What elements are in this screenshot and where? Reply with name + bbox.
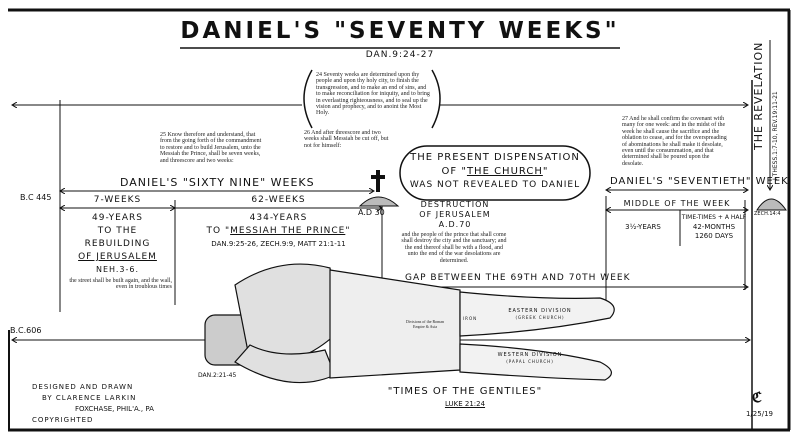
rebuilding-l1: To The bbox=[97, 226, 138, 236]
bc606-label: B.C.606 bbox=[10, 326, 42, 335]
credits-l3: FoxChase, Phil'a., Pa bbox=[75, 405, 154, 413]
time-times-l2: 42-Months bbox=[692, 223, 736, 231]
verse-27: 27 And he shall confirm the covenant wit… bbox=[622, 116, 727, 167]
revelation-ref: I.Thess.1:7-10, Rev.19:11-21 bbox=[772, 91, 779, 180]
dispensation-suffix: " bbox=[542, 166, 549, 177]
rebuilding-l3: Of Jerusalem bbox=[78, 252, 157, 262]
statue-icon bbox=[204, 263, 615, 384]
zech-ref: Zech.14:4 bbox=[754, 211, 781, 217]
destruction-verse: and the people of the prince that shall … bbox=[401, 232, 507, 264]
three-half-years: 3½-Years bbox=[625, 223, 661, 231]
eastern-division: Eastern Division bbox=[508, 308, 572, 314]
iron-label: Iron bbox=[463, 316, 478, 321]
mount-olives-icon bbox=[756, 198, 787, 211]
seven-weeks-label: 7-Weeks bbox=[93, 195, 142, 205]
cross-icon bbox=[371, 170, 385, 192]
messiah-text: Messiah The Prince bbox=[230, 226, 346, 236]
dispensation-line2: Of "The Church" bbox=[400, 166, 590, 177]
dispensation-prefix: Of " bbox=[441, 166, 467, 177]
destruction-l3: A.D.70 bbox=[438, 220, 472, 229]
calvary-mound-icon bbox=[358, 196, 400, 207]
rebuilding-l2: Rebuilding bbox=[84, 239, 151, 249]
western-division: Western Division bbox=[497, 352, 563, 358]
dispensation-line3: Was Not Revealed To Daniel bbox=[409, 180, 581, 190]
time-times-l3: 1260 Days bbox=[694, 232, 734, 240]
statue-ref: Dan.2:21-45 bbox=[198, 372, 237, 379]
credits-l2: By Clarence Larkin bbox=[42, 394, 137, 402]
verse-25: 25 Know therefore and understand, that f… bbox=[160, 132, 262, 164]
four-thirty-four-years: 434-Years bbox=[249, 213, 308, 223]
credits-l1: Designed And Drawn bbox=[32, 383, 134, 391]
western-sub: (Papal Church) bbox=[506, 359, 554, 364]
messiah-close: " bbox=[345, 226, 351, 236]
bc445-label: B.C 445 bbox=[20, 193, 52, 202]
messiah-refs: Dan.9:25-26, Zech.9:9, Matt 21:1-11 bbox=[211, 240, 346, 248]
destruction-l2: Of Jerusalem bbox=[419, 210, 491, 219]
dispensation-church: The Church bbox=[466, 166, 543, 177]
destruction-l1: Destruction bbox=[420, 200, 490, 209]
eastern-sub: (Greek Church) bbox=[515, 315, 565, 320]
middle-week-label: Middle Of The Week bbox=[623, 199, 731, 208]
dispensation-line1: The Present Dispensation bbox=[410, 152, 580, 163]
gap-label: Gap Between The 69th and 70th Week bbox=[405, 273, 631, 283]
nehemiah-ref: Neh.3-6. bbox=[95, 265, 140, 274]
title-reference: Dan.9:24-27 bbox=[365, 50, 435, 60]
monogram-icon: ℭ bbox=[752, 390, 763, 406]
credits-l4: Copyrighted bbox=[32, 416, 94, 424]
seventieth-week-label: Daniel's "Seventieth" Week bbox=[610, 176, 789, 187]
verse-26: 26 And after threescore and two weeks sh… bbox=[304, 130, 389, 149]
verse-24: 24 Seventy weeks are determined upon thy… bbox=[316, 72, 430, 117]
times-gentiles: "Times Of The Gentiles" bbox=[387, 386, 543, 397]
belly-label: Divisions of the Roman Empire & Asia bbox=[405, 319, 445, 329]
troublous-times-verse: the street shall be built again, and the… bbox=[69, 278, 172, 291]
sixty-nine-weeks-label: Daniel's "Sixty Nine" Weeks bbox=[120, 176, 315, 189]
chart-date: 1/25/19 bbox=[746, 410, 773, 418]
ad30-label: A.D 30 bbox=[358, 208, 385, 217]
messiah-to: To " bbox=[206, 226, 231, 236]
forty-nine-years: 49-Years bbox=[92, 213, 143, 223]
chart-title: Daniel's "Seventy Weeks" bbox=[180, 18, 620, 44]
revelation-label: The Revelation bbox=[752, 41, 765, 150]
luke-ref: Luke 21:24 bbox=[444, 400, 486, 408]
time-times-l1: Time-Times + A Half bbox=[681, 214, 747, 221]
sixty-two-weeks-label: 62-Weeks bbox=[251, 195, 306, 205]
dispensation-oval bbox=[399, 145, 591, 201]
messiah-prince: To "Messiah The Prince" bbox=[175, 226, 382, 236]
